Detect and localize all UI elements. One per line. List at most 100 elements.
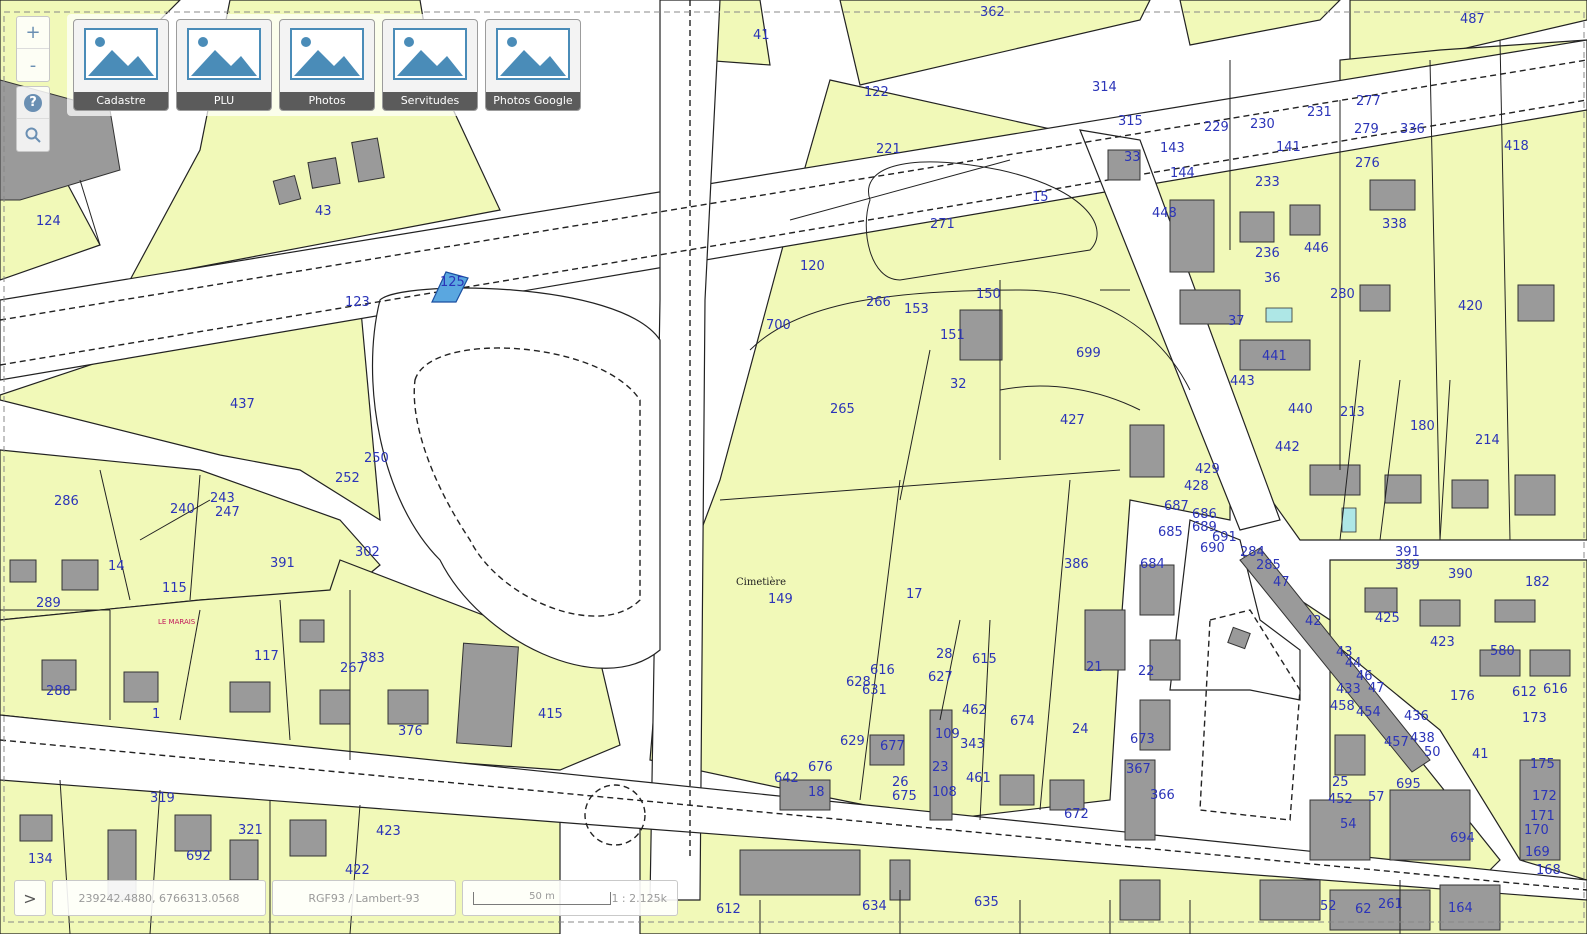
parcel-label: 172	[1532, 789, 1557, 804]
layer-servitudes[interactable]: Servitudes	[382, 19, 478, 111]
parcel-label: 52	[1320, 899, 1337, 914]
layer-photos[interactable]: Photos	[279, 19, 375, 111]
parcel-label: 120	[800, 259, 825, 274]
parcel-label: 115	[162, 581, 187, 596]
parcel-label: 446	[1304, 241, 1329, 256]
parcel-label: 41	[753, 28, 770, 43]
parcel-label: 689	[1192, 520, 1217, 535]
parcel-label: 213	[1340, 405, 1365, 420]
expand-toggle-button[interactable]: >	[14, 880, 46, 916]
place-label: LE MARAIS	[158, 618, 196, 626]
parcel-label: 438	[1410, 731, 1435, 746]
parcel-label: 266	[866, 295, 891, 310]
zoom-in-button[interactable]: +	[17, 17, 49, 49]
parcel-label: 37	[1228, 314, 1245, 329]
parcel-label: 43	[315, 204, 332, 219]
parcel-label: 612	[716, 902, 741, 917]
parcel-label: 427	[1060, 413, 1085, 428]
image-icon	[84, 28, 158, 80]
parcel-label: 169	[1525, 845, 1550, 860]
coordinates-readout: 239242.4880, 6766313.0568	[52, 880, 266, 916]
parcel-label: 265	[830, 402, 855, 417]
parcel-label: 367	[1126, 762, 1151, 777]
parcel-label: 433	[1336, 682, 1361, 697]
parcel-label: 123	[345, 295, 370, 310]
parcel-label: 276	[1355, 156, 1380, 171]
parcel-label: 221	[876, 142, 901, 157]
parcel-label: 50	[1424, 745, 1441, 760]
parcel-label: 26	[892, 775, 909, 790]
parcel-label: 284	[1240, 545, 1265, 560]
parcel-label: 391	[270, 556, 295, 571]
parcel-label: 18	[808, 785, 825, 800]
projection-selector[interactable]: RGF93 / Lambert-93	[272, 880, 456, 916]
cemetery-label: Cimetière	[736, 577, 786, 588]
parcel-label: 1	[152, 707, 160, 722]
layer-cadastre[interactable]: Cadastre	[73, 19, 169, 111]
layer-plu[interactable]: PLU	[176, 19, 272, 111]
parcel-label: 615	[972, 652, 997, 667]
parcel-label: 391	[1395, 545, 1420, 560]
layer-label: Servitudes	[383, 92, 477, 110]
parcel-label: 24	[1072, 722, 1089, 737]
parcel-label: 151	[940, 328, 965, 343]
parcel-label: 243	[210, 491, 235, 506]
layer-label: Cadastre	[74, 92, 168, 110]
parcel-label: 423	[376, 824, 401, 839]
parcel-label: 182	[1525, 575, 1550, 590]
parcel-label: 612	[1512, 685, 1537, 700]
parcel-label: 695	[1396, 777, 1421, 792]
parcel-label: 267	[340, 661, 365, 676]
search-icon	[25, 127, 41, 143]
parcel-label: 634	[862, 899, 887, 914]
parcel-label: 338	[1382, 217, 1407, 232]
zoom-out-button[interactable]: -	[17, 49, 49, 81]
parcel-label: 458	[1330, 699, 1355, 714]
parcel-label: 44	[1345, 656, 1362, 671]
parcel-label: 436	[1404, 709, 1429, 724]
parcel-label: 134	[28, 852, 53, 867]
parcel-label: 46	[1356, 669, 1373, 684]
scale-ratio: 1 : 2.125k	[611, 891, 667, 905]
parcel-label: 386	[1064, 557, 1089, 572]
parcel-label: 425	[1375, 611, 1400, 626]
parcel-label: 314	[1092, 80, 1117, 95]
search-button[interactable]	[17, 119, 49, 151]
parcel-label: 173	[1522, 711, 1547, 726]
plus-icon: +	[25, 22, 41, 43]
highlighted-parcel-125[interactable]	[431, 271, 469, 303]
image-icon	[393, 28, 467, 80]
parcel-label: 277	[1356, 94, 1381, 109]
parcel-label: 687	[1164, 499, 1189, 514]
parcel-label: 691	[1212, 530, 1237, 545]
parcel-label: 315	[1118, 114, 1143, 129]
help-button[interactable]: ?	[17, 87, 49, 119]
parcel-label: 454	[1356, 705, 1381, 720]
parcel-label: 109	[935, 727, 960, 742]
parcel-label: 43	[1336, 645, 1353, 660]
parcel-label: 362	[980, 5, 1005, 20]
image-icon	[290, 28, 364, 80]
pools	[1265, 307, 1357, 533]
parcel-label: 33	[1124, 150, 1141, 165]
parcel-label: 164	[1448, 901, 1473, 916]
parcel-label: 229	[1204, 120, 1229, 135]
parcel-label: 686	[1192, 507, 1217, 522]
parcel-label: 690	[1200, 541, 1225, 556]
layer-photos-google[interactable]: Photos Google	[485, 19, 581, 111]
parcel-label: 461	[966, 771, 991, 786]
parcel-label: 36	[1264, 271, 1281, 286]
parcel-label: 141	[1276, 140, 1301, 155]
parcel-label: 628	[846, 675, 871, 690]
parcel-label: 684	[1140, 557, 1165, 572]
parcel-label: 117	[254, 649, 279, 664]
parcel-label: 616	[1543, 682, 1568, 697]
image-icon	[496, 28, 570, 80]
parcel-label: 22	[1138, 664, 1155, 679]
parcel-label: 627	[928, 670, 953, 685]
parcel-label: 236	[1255, 246, 1280, 261]
parcel-label: 230	[1250, 117, 1275, 132]
parcel-label: 674	[1010, 714, 1035, 729]
parcel-label: 47	[1273, 575, 1290, 590]
